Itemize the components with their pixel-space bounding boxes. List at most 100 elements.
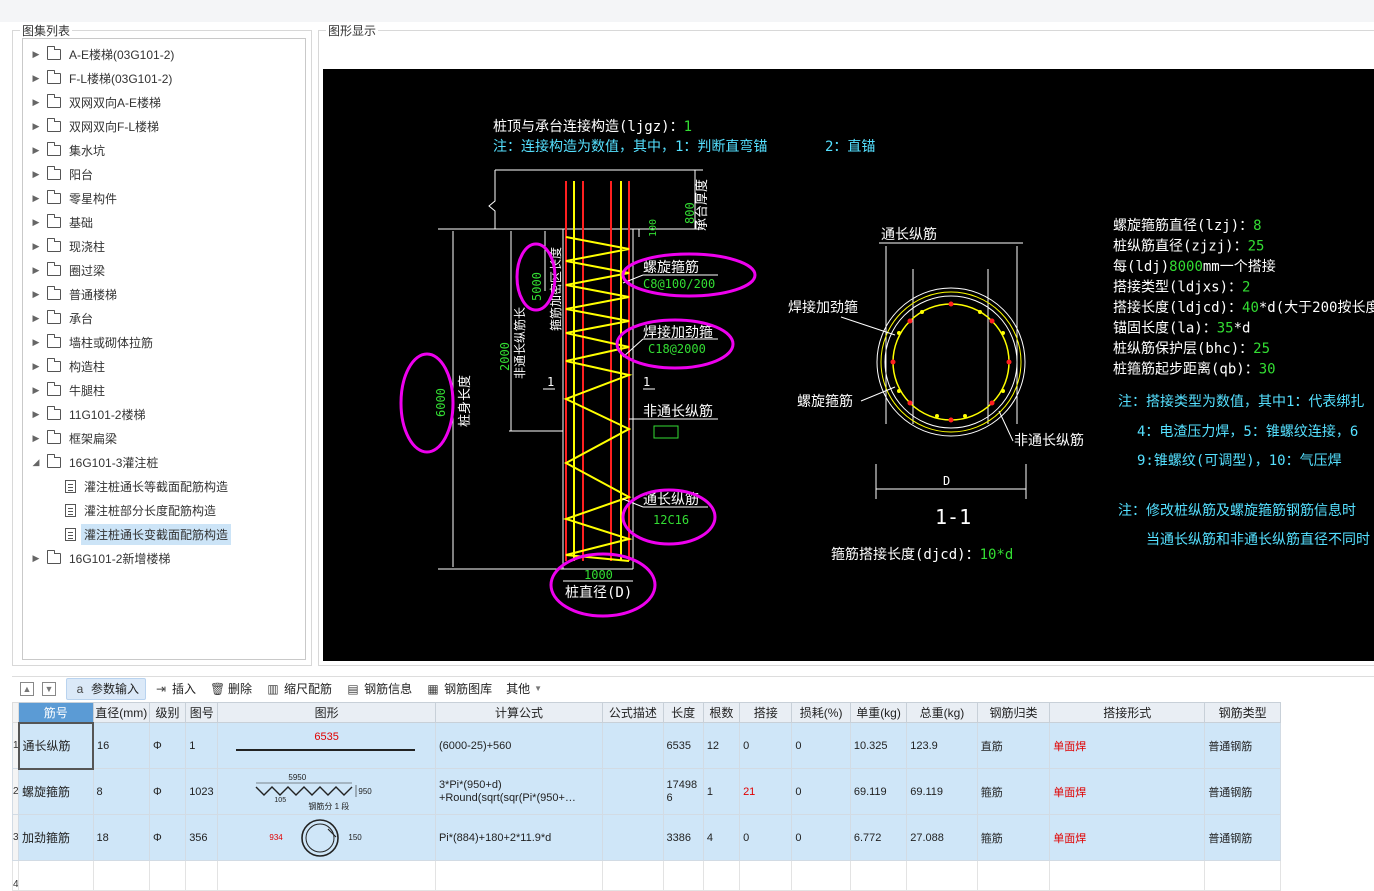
chevron-right-icon[interactable]: ▶ — [32, 384, 40, 395]
cell-figure-no[interactable]: 1023 — [185, 768, 219, 815]
table-row[interactable]: 1 通长纵筋 16 Φ 1 6535 (6000-25)+560 6535 12… — [11, 721, 1281, 770]
tree-folder[interactable]: ▶11G101-2楼梯 — [31, 402, 145, 426]
cell-diameter[interactable]: 8 — [92, 768, 150, 815]
col-header-shape[interactable]: 图形 — [217, 702, 436, 723]
cell-count[interactable]: 4 — [702, 814, 741, 861]
chevron-right-icon[interactable]: ▶ — [32, 360, 40, 371]
cell-category[interactable]: 箍筋 — [976, 814, 1051, 861]
tree-folder[interactable]: ▶A-E楼梯(03G101-2) — [31, 42, 174, 66]
tree-folder[interactable]: ▶圈过梁 — [31, 258, 105, 282]
chevron-down-icon[interactable]: ◢ — [32, 456, 40, 467]
tree-folder[interactable]: ▶基础 — [31, 210, 93, 234]
chevron-right-icon[interactable]: ▶ — [32, 432, 40, 443]
col-header-lap[interactable]: 搭接 — [739, 702, 793, 723]
arrow-up-icon[interactable]: ▲ — [20, 681, 34, 696]
tree-folder[interactable]: ▶框架扁梁 — [31, 426, 117, 450]
arrow-down-icon[interactable]: ▼ — [42, 681, 56, 696]
table-row[interactable]: 3 加劲箍筋 18 Φ 356 934 150 Pi*(884)+180+2*1… — [11, 814, 1281, 861]
cell-name[interactable]: 加劲箍筋 — [18, 814, 94, 861]
rebar-library-button[interactable]: ▦钢筋图库 — [420, 678, 498, 700]
cell-formula-desc[interactable] — [602, 722, 664, 769]
tree-folder[interactable]: ▶双网双向F-L楼梯 — [31, 114, 159, 138]
col-header-diameter[interactable]: 直径(mm) — [92, 702, 150, 723]
table-row[interactable]: 2 螺旋箍筋 8 Φ 1023 5950 950 105 钢筋分 1 段 3*P… — [11, 768, 1281, 815]
col-header-formula-desc[interactable]: 公式描述 — [602, 702, 664, 723]
cell-lap[interactable]: 0 — [739, 814, 793, 861]
cell-shape[interactable]: 6535 — [217, 722, 436, 769]
col-header-total-weight[interactable]: 总重(kg) — [906, 702, 978, 723]
chevron-right-icon[interactable]: ▶ — [32, 312, 40, 323]
delete-button[interactable]: 🗑删除 — [204, 678, 258, 700]
col-header-unit-weight[interactable]: 单重(kg) — [849, 702, 908, 723]
tree-folder[interactable]: ▶现浇柱 — [31, 234, 105, 258]
tree-document[interactable]: 灌注桩通长变截面配筋构造 — [65, 522, 232, 546]
cell-lap-type[interactable]: 单面焊 — [1049, 722, 1206, 769]
cell-category[interactable]: 箍筋 — [976, 768, 1051, 815]
param-value[interactable]: 8 — [1253, 218, 1261, 234]
tree-folder[interactable]: ▶牛腿柱 — [31, 378, 105, 402]
tree-folder[interactable]: ▶16G101-2新增楼梯 — [31, 546, 170, 570]
cell-formula[interactable]: (6000-25)+560 — [434, 722, 604, 769]
cell-lap[interactable]: 21 — [739, 768, 793, 815]
col-header-name[interactable]: 筋号 — [18, 702, 94, 723]
chevron-right-icon[interactable]: ▶ — [32, 72, 40, 83]
cell-diameter[interactable]: 18 — [92, 814, 150, 861]
cell-shape[interactable]: 934 150 — [217, 814, 436, 861]
rebar-info-button[interactable]: ▤钢筋信息 — [340, 678, 418, 700]
cell-grade[interactable]: Φ — [148, 814, 187, 861]
param-value[interactable]: 30 — [1259, 362, 1276, 378]
cell-loss[interactable]: 0 — [791, 768, 851, 815]
cell-formula-desc[interactable] — [602, 814, 664, 861]
tree-folder[interactable]: ▶普通楼梯 — [31, 282, 117, 306]
param-value[interactable]: 25 — [1253, 341, 1270, 357]
chevron-right-icon[interactable]: ▶ — [32, 216, 40, 227]
cell-length[interactable]: 3386 — [662, 814, 704, 861]
col-header-length[interactable]: 长度 — [662, 702, 704, 723]
chevron-right-icon[interactable]: ▶ — [32, 120, 40, 131]
tree-folder[interactable]: ▶阳台 — [31, 162, 93, 186]
tree-folder[interactable]: ▶双网双向A-E楼梯 — [31, 90, 161, 114]
cell-loss[interactable]: 0 — [791, 814, 851, 861]
chevron-right-icon[interactable]: ▶ — [32, 48, 40, 59]
catalog-tree[interactable]: ▶A-E楼梯(03G101-2)▶F-L楼梯(03G101-2)▶双网双向A-E… — [22, 38, 306, 660]
cell-formula[interactable]: Pi*(884)+180+2*11.9*d — [434, 814, 604, 861]
cell-shape[interactable]: 5950 950 105 钢筋分 1 段 — [217, 768, 436, 815]
chevron-right-icon[interactable]: ▶ — [32, 288, 40, 299]
chevron-right-icon[interactable]: ▶ — [32, 144, 40, 155]
other-dropdown[interactable]: 其他▼ — [500, 678, 548, 700]
col-header-loss[interactable]: 损耗(%) — [791, 702, 851, 723]
tree-folder[interactable]: ▶集水坑 — [31, 138, 105, 162]
col-header-lap-type[interactable]: 搭接形式 — [1049, 702, 1206, 723]
cell-name[interactable]: 螺旋箍筋 — [18, 768, 94, 815]
tree-folder[interactable]: ▶构造柱 — [31, 354, 105, 378]
cell-length[interactable]: 6535 — [662, 722, 704, 769]
col-header-count[interactable]: 根数 — [702, 702, 741, 723]
cell-category[interactable]: 直筋 — [976, 722, 1051, 769]
cell-loss[interactable]: 0 — [791, 722, 851, 769]
param-value[interactable]: 40 — [1242, 300, 1259, 316]
cell-diameter[interactable]: 16 — [92, 722, 150, 769]
cell-lap-type[interactable]: 单面焊 — [1049, 814, 1206, 861]
chevron-right-icon[interactable]: ▶ — [32, 264, 40, 275]
tree-folder[interactable]: ◢16G101-3灌注桩 — [31, 450, 158, 474]
param-value[interactable]: 2 — [1242, 280, 1250, 296]
cell-grade[interactable]: Φ — [148, 768, 187, 815]
col-header-formula[interactable]: 计算公式 — [434, 702, 604, 723]
cell-lap-type[interactable]: 单面焊 — [1049, 768, 1206, 815]
tree-document[interactable]: 灌注桩部分长度配筋构造 — [65, 498, 216, 522]
cell-grade[interactable]: Φ — [148, 722, 187, 769]
chevron-right-icon[interactable]: ▶ — [32, 192, 40, 203]
chevron-right-icon[interactable]: ▶ — [32, 96, 40, 107]
cell-count[interactable]: 12 — [702, 722, 741, 769]
chevron-right-icon[interactable]: ▶ — [32, 240, 40, 251]
tree-document[interactable]: 灌注桩通长等截面配筋构造 — [65, 474, 228, 498]
cell-figure-no[interactable]: 1 — [185, 722, 219, 769]
param-value[interactable]: 25 — [1248, 239, 1265, 255]
cell-rebar-type[interactable]: 普通钢筋 — [1204, 722, 1281, 769]
cell-figure-no[interactable]: 356 — [185, 814, 219, 861]
drawing-canvas[interactable]: 桩顶与承台连接构造(ljgz)：1 注：连接构造为数值，其中，1：判断直弯锚 2… — [323, 69, 1374, 661]
tree-folder[interactable]: ▶零星构件 — [31, 186, 117, 210]
col-header-rebar-type[interactable]: 钢筋类型 — [1204, 702, 1281, 723]
cell-count[interactable]: 1 — [702, 768, 741, 815]
